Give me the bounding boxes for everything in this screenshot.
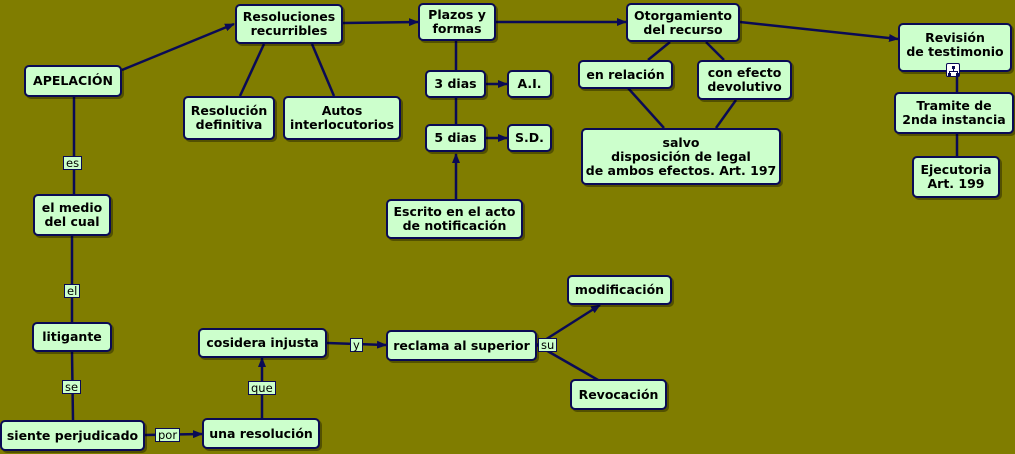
node-con-efecto[interactable]: con efecto devolutivo xyxy=(697,60,792,100)
node-revocacion[interactable]: Revocación xyxy=(570,379,667,410)
node-plazos-formas[interactable]: Plazos y formas xyxy=(418,3,496,41)
link-conefecto-salvo xyxy=(714,99,738,129)
node-cosidera-injusta[interactable]: cosidera injusta xyxy=(198,328,327,358)
link-label-es: es xyxy=(63,156,83,170)
node-litigante[interactable]: litigante xyxy=(32,322,112,352)
link-label-su: su xyxy=(538,338,558,352)
link-resoluciones-autos xyxy=(310,43,336,97)
link-label-por: por xyxy=(155,428,181,442)
node-sd[interactable]: S.D. xyxy=(507,124,552,152)
node-resoluciones-recurribles[interactable]: Resoluciones recurribles xyxy=(235,4,343,44)
node-ejecutoria[interactable]: Ejecutoria Art. 199 xyxy=(912,156,1000,198)
node-escrito[interactable]: Escrito en el acto de notificación xyxy=(386,199,523,239)
node-autos-interlocutorios[interactable]: Autos interlocutorios xyxy=(283,96,401,140)
node-una-resolucion[interactable]: una resolución xyxy=(202,418,320,449)
link-enrelacion-salvo xyxy=(627,87,665,129)
node-otorgamiento[interactable]: Otorgamiento del recurso xyxy=(626,3,740,42)
node-apelacion[interactable]: APELACIÓN xyxy=(24,65,122,97)
link-otorgamiento-revision xyxy=(739,20,899,43)
node-modificacion[interactable]: modificación xyxy=(567,275,672,305)
node-ai[interactable]: A.I. xyxy=(507,70,552,98)
node-3-dias[interactable]: 3 dias xyxy=(425,70,486,98)
node-salvo[interactable]: salvo disposición de legal de ambos efec… xyxy=(581,128,781,185)
link-otorgamiento-enrelacion xyxy=(647,41,671,61)
node-siente-perjudicado[interactable]: siente perjudicado xyxy=(0,420,145,451)
node-en-relacion[interactable]: en relación xyxy=(578,60,673,89)
link-apelacion-resoluciones xyxy=(121,22,235,72)
link-resoluciones-definitiva xyxy=(238,43,266,97)
node-medio[interactable]: el medio del cual xyxy=(33,194,111,236)
link-resoluciones-plazos xyxy=(342,18,419,27)
hierarchy-icon[interactable] xyxy=(946,63,960,77)
link-label-y: y xyxy=(350,338,363,352)
node-resolucion-definitiva[interactable]: Resolución definitiva xyxy=(183,96,275,140)
node-reclama-superior[interactable]: reclama al superior xyxy=(386,330,537,361)
link-label-se: se xyxy=(62,380,82,394)
link-label-que: que xyxy=(248,381,276,395)
link-label-el: el xyxy=(64,284,81,298)
node-5-dias[interactable]: 5 dias xyxy=(425,124,486,152)
link-otorgamiento-conefecto xyxy=(705,41,725,61)
node-tramite[interactable]: Tramite de 2nda instancia xyxy=(894,92,1014,134)
